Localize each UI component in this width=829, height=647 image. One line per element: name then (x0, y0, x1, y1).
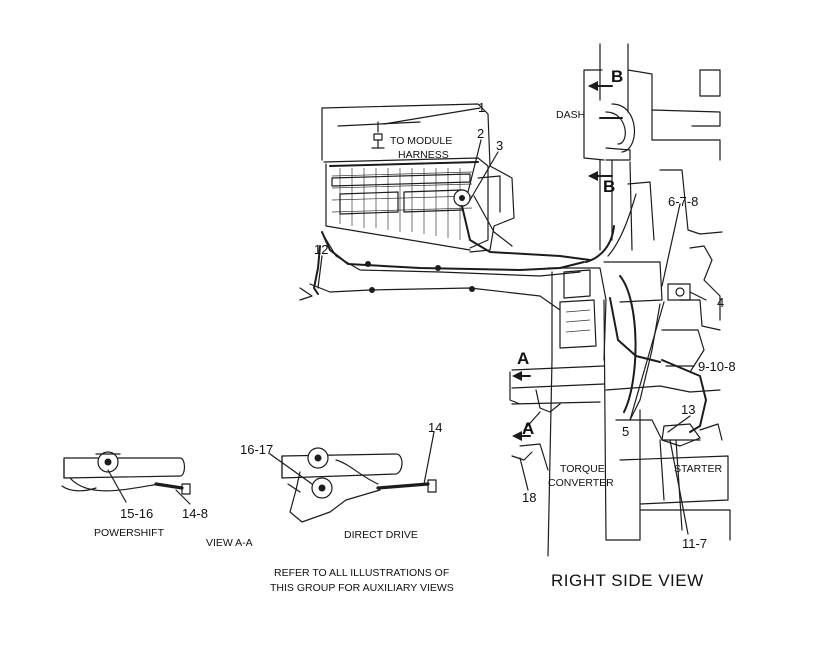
view-a-a-label: VIEW A-A (206, 537, 253, 549)
refer-note-line2: THIS GROUP FOR AUXILIARY VIEWS (270, 582, 454, 594)
callout-6-7-8: 6-7-8 (668, 194, 698, 209)
callout-9-10-8: 9-10-8 (698, 359, 736, 374)
callout-14: 14 (428, 420, 442, 435)
dash-label: DASH (556, 109, 585, 121)
callout-1: 1 (478, 100, 485, 115)
callout-14-8: 14-8 (182, 506, 208, 521)
callout-4: 4 (717, 295, 724, 310)
callout-13: 13 (681, 402, 695, 417)
callout-11-7: 11-7 (682, 536, 707, 551)
callout-numbers: 1 2 3 4 5 6-7-8 9-10-8 11-7 12 13 14 14-… (120, 100, 736, 551)
section-a-top: A (517, 349, 529, 368)
section-arrows (512, 81, 613, 441)
direct-drive-label: DIRECT DRIVE (344, 529, 418, 541)
leader-lines (107, 107, 707, 535)
powershift-label: POWERSHIFT (94, 527, 165, 539)
callout-3: 3 (496, 138, 503, 153)
torque-converter-label-line1: TORQUE (560, 463, 605, 475)
section-b-bottom: B (603, 177, 615, 196)
section-b-top: B (611, 67, 623, 86)
to-module-harness-label-line1: TO MODULE (390, 135, 452, 147)
torque-converter-label-line2: CONVERTER (548, 477, 614, 489)
refer-note-line1: REFER TO ALL ILLUSTRATIONS OF (274, 567, 449, 579)
text-labels: TO MODULE HARNESS DASH TORQUE CONVERTER … (94, 109, 722, 594)
inset-powershift (61, 451, 191, 495)
view-title: RIGHT SIDE VIEW (551, 571, 704, 590)
section-a-bottom: A (522, 419, 534, 438)
callout-5: 5 (622, 424, 629, 439)
callout-15-16: 15-16 (120, 506, 153, 521)
frame-structure (509, 261, 731, 557)
callout-16-17: 16-17 (240, 442, 273, 457)
section-letters: B B A A (517, 67, 623, 438)
callout-12: 12 (314, 242, 328, 257)
inset-direct-drive (281, 447, 437, 523)
dash-structure (583, 43, 723, 331)
module-housing (321, 103, 515, 253)
callout-18: 18 (522, 490, 536, 505)
starter-label: STARTER (674, 463, 722, 475)
to-module-harness-label-line2: HARNESS (398, 149, 449, 161)
main-harness (299, 195, 591, 311)
callout-2: 2 (477, 126, 484, 141)
